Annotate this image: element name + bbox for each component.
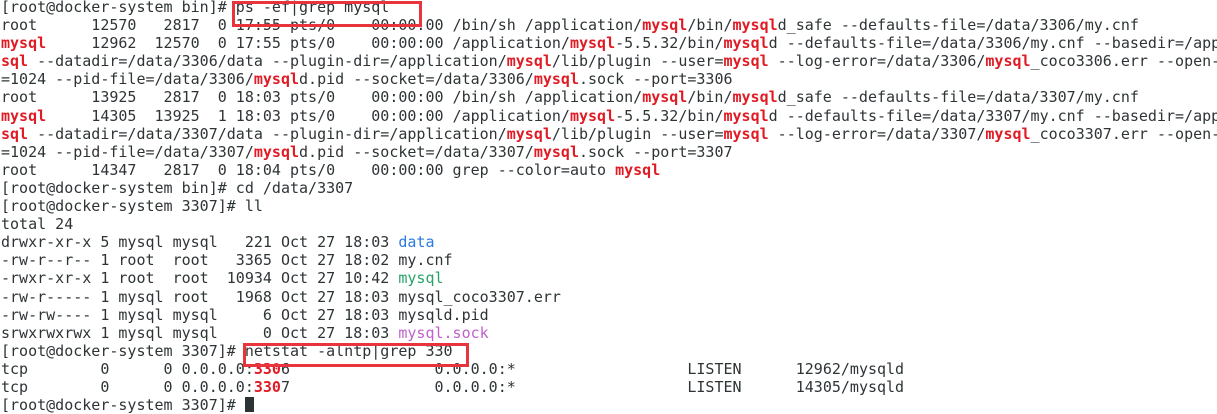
terminal-text: [root@docker-system 3307]# ll xyxy=(1,197,263,216)
terminal-text: -rw-r----- 1 mysql root 1968 Oct 27 18:0… xyxy=(1,287,561,306)
terminal-text: 14305 13925 1 18:03 pts/0 00:00:00 /appl… xyxy=(46,106,570,125)
terminal-text: /lib/plugin --user= xyxy=(551,52,724,71)
terminal-line: root 14347 2817 0 18:04 pts/0 00:00:00 g… xyxy=(1,161,1217,179)
terminal-text: --log-error=/data/3306/ xyxy=(768,52,986,71)
terminal-text: /bin/ xyxy=(687,16,733,35)
terminal-text: tcp 0 0 0.0.0.0: xyxy=(1,377,254,396)
terminal-line: [root@docker-system 3307]# ll xyxy=(1,197,1217,215)
match-highlight: 330 xyxy=(253,359,281,378)
terminal-text: root 13925 2817 0 18:03 pts/0 00:00:00 /… xyxy=(1,88,643,107)
terminal-text: tcp 0 0 0.0.0.0: xyxy=(1,359,254,378)
terminal-text: _coco3306.err --open- xyxy=(1030,52,1217,71)
terminal-line: [root@docker-system bin]# ps -ef|grep my… xyxy=(1,0,1217,16)
terminal-text: -rw-r--r-- 1 root root 3365 Oct 27 18:02… xyxy=(1,251,453,270)
terminal-line: tcp 0 0 0.0.0.0:3306 0.0.0.0:* LISTEN 12… xyxy=(1,360,1217,378)
terminal-text: .sock --port=3307 xyxy=(579,142,733,161)
terminal-line: srwxrwxrwx 1 mysql mysql 0 Oct 27 18:03 … xyxy=(1,324,1217,342)
terminal-text: _coco3307.err --open- xyxy=(1030,124,1217,143)
match-highlight: mysql xyxy=(723,34,769,53)
terminal-text: -5.5.32/bin/ xyxy=(615,106,724,125)
terminal-line: sql --datadir=/data/3307/data --plugin-d… xyxy=(1,125,1217,143)
terminal-text: [root@docker-system 3307]# xyxy=(1,396,245,414)
match-highlight: mysql xyxy=(506,124,552,143)
match-highlight: mysql xyxy=(642,16,688,35)
terminal-text: d.pid --socket=/data/3306/ xyxy=(299,70,534,89)
match-highlight: mysql xyxy=(253,142,300,161)
terminal-text: drwxr-xr-x 5 mysql mysql 221 Oct 27 18:0… xyxy=(1,233,399,252)
terminal-text: --log-error=/data/3307/ xyxy=(768,124,986,143)
terminal-line: tcp 0 0 0.0.0.0:3307 0.0.0.0:* LISTEN 14… xyxy=(1,378,1217,396)
terminal-text: data xyxy=(398,233,435,252)
terminal-line: [root@docker-system 3307]# xyxy=(1,396,1217,414)
terminal-text: d --defaults-file=/data/3307/my.cnf --ba… xyxy=(768,106,1217,125)
terminal-text: /lib/plugin --user= xyxy=(551,124,724,143)
terminal-text: mysql.sock xyxy=(398,323,489,342)
match-highlight: mysql xyxy=(985,52,1031,71)
terminal-text: =1024 --pid-file=/data/3306/ xyxy=(1,70,254,89)
terminal-text: srwxrwxrwx 1 mysql mysql 0 Oct 27 18:03 xyxy=(1,323,399,342)
terminal-line: -rwxr-xr-x 1 root root 10934 Oct 27 10:4… xyxy=(1,269,1217,287)
terminal-text: d_safe --defaults-file=/data/3306/my.cnf xyxy=(777,16,1139,35)
terminal-text: /bin/ xyxy=(687,88,733,107)
terminal-text: -rwxr-xr-x 1 root root 10934 Oct 27 10:4… xyxy=(1,269,399,288)
terminal-line: -rw-r--r-- 1 root root 3365 Oct 27 18:02… xyxy=(1,251,1217,269)
terminal-text: total 24 xyxy=(1,215,74,234)
match-highlight: mysql xyxy=(1,106,47,125)
match-highlight: mysql xyxy=(642,88,688,107)
match-highlight: mysql xyxy=(723,106,769,125)
terminal-line: -rw-r----- 1 mysql root 1968 Oct 27 18:0… xyxy=(1,288,1217,306)
match-highlight: mysql xyxy=(506,52,552,71)
terminal-line: total 24 xyxy=(1,215,1217,233)
terminal-text: .sock --port=3306 xyxy=(579,70,733,89)
match-highlight: 330 xyxy=(253,377,281,396)
terminal-line: -rw-rw---- 1 mysql mysql 6 Oct 27 18:03 … xyxy=(1,306,1217,324)
match-highlight: mysql xyxy=(723,52,769,71)
terminal-line: =1024 --pid-file=/data/3307/mysqld.pid -… xyxy=(1,143,1217,161)
terminal-text: [root@docker-system bin]# cd /data/3307 xyxy=(1,178,354,197)
terminal-text: d.pid --socket=/data/3307/ xyxy=(299,142,534,161)
match-highlight: mysql xyxy=(615,160,661,179)
match-highlight: sql xyxy=(1,124,29,143)
terminal-line: mysql 12962 12570 0 17:55 pts/0 00:00:00… xyxy=(1,34,1217,52)
match-highlight: mysql xyxy=(732,88,778,107)
match-highlight: mysql xyxy=(732,16,778,35)
match-highlight: mysql xyxy=(533,142,579,161)
terminal-line: sql --datadir=/data/3306/data --plugin-d… xyxy=(1,52,1217,70)
terminal-line: drwxr-xr-x 5 mysql mysql 221 Oct 27 18:0… xyxy=(1,233,1217,251)
terminal-text: root 12570 2817 0 17:55 pts/0 00:00:00 /… xyxy=(1,16,643,35)
terminal-text: root 14347 2817 0 18:04 pts/0 00:00:00 g… xyxy=(1,160,616,179)
terminal-text: 12962 12570 0 17:55 pts/0 00:00:00 /appl… xyxy=(46,34,570,53)
match-highlight: mysql xyxy=(1,34,47,53)
terminal-text: 7 0.0.0.0:* LISTEN 14305/mysqld xyxy=(280,377,905,396)
terminal-line: [root@docker-system 3307]# netstat -alnt… xyxy=(1,342,1217,360)
terminal-line: =1024 --pid-file=/data/3306/mysqld.pid -… xyxy=(1,70,1217,88)
match-highlight: mysql xyxy=(533,70,579,89)
terminal-line: root 12570 2817 0 17:55 pts/0 00:00:00 /… xyxy=(1,16,1217,34)
terminal-text: --datadir=/data/3306/data --plugin-dir=/… xyxy=(28,52,507,71)
terminal-text: mysql xyxy=(398,269,444,288)
terminal-line: [root@docker-system bin]# cd /data/3307 xyxy=(1,179,1217,197)
terminal-text: --datadir=/data/3307/data --plugin-dir=/… xyxy=(28,124,507,143)
terminal-line: mysql 14305 13925 1 18:03 pts/0 00:00:00… xyxy=(1,107,1217,125)
match-highlight: mysql xyxy=(985,124,1031,143)
terminal-text: 6 0.0.0.0:* LISTEN 12962/mysqld xyxy=(280,359,905,378)
match-highlight: mysql xyxy=(253,70,300,89)
match-highlight: mysql xyxy=(569,34,616,53)
terminal-text: -5.5.32/bin/ xyxy=(615,34,724,53)
match-highlight: sql xyxy=(1,52,29,71)
terminal-text: -rw-rw---- 1 mysql mysql 6 Oct 27 18:03 … xyxy=(1,305,489,324)
terminal-text: [root@docker-system 3307]# netstat -alnt… xyxy=(1,341,453,360)
terminal-text: d --defaults-file=/data/3306/my.cnf --ba… xyxy=(768,34,1217,53)
terminal-text: =1024 --pid-file=/data/3307/ xyxy=(1,142,254,161)
match-highlight: mysql xyxy=(569,106,616,125)
cursor xyxy=(244,397,254,413)
match-highlight: mysql xyxy=(723,124,769,143)
terminal-text: d_safe --defaults-file=/data/3307/my.cnf xyxy=(777,88,1139,107)
terminal-text: [root@docker-system bin]# ps -ef|grep my… xyxy=(1,0,390,16)
terminal-line: root 13925 2817 0 18:03 pts/0 00:00:00 /… xyxy=(1,88,1217,106)
